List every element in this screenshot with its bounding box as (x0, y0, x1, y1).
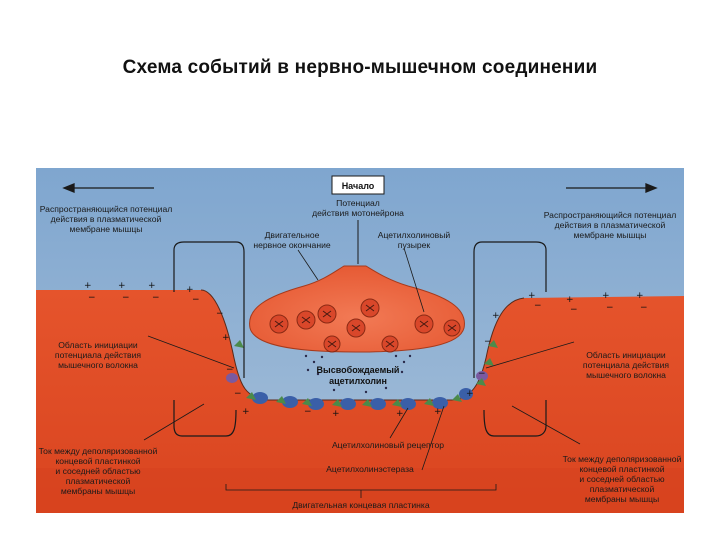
label-line: мышечного волокна (586, 370, 666, 380)
label-end-plate: Двигательная концевая пластинка (292, 500, 430, 510)
charge-minus: − (570, 305, 578, 315)
label-line: концевой пластинкой (579, 464, 664, 474)
label-line: действия в плазматической (555, 220, 666, 230)
charge-plus: + (492, 311, 500, 321)
charge-plus: + (636, 291, 644, 301)
charge-plus: + (396, 409, 404, 419)
label-line: мембраны мышцы (61, 486, 135, 496)
charge-minus: − (216, 309, 224, 319)
label-line: и соседней областью (55, 466, 141, 476)
label-line: Ток между деполяризованной (39, 446, 158, 456)
label-line: потенциала действия (583, 360, 669, 370)
slide-title: Схема событий в нервно-мышечном соединен… (0, 57, 720, 79)
label-line: пузырек (398, 240, 431, 250)
label-line: концевой пластинкой (55, 456, 140, 466)
label-line: Высвобождаемый (317, 365, 400, 375)
charge-minus: − (192, 295, 200, 305)
label-line: Ацетилхолиновый (378, 230, 451, 240)
label-line: и соседней областью (579, 474, 665, 484)
label-initiation-right: Область инициации потенциала действия мы… (583, 350, 669, 380)
charge-minus: − (234, 389, 242, 399)
charge-plus: + (242, 407, 250, 417)
label-line: плазматической (66, 476, 131, 486)
charge-plus: + (84, 281, 92, 291)
charge-plus: + (566, 295, 574, 305)
charge-minus: − (88, 293, 96, 303)
charge-plus: + (222, 333, 230, 343)
bottom-margin (36, 513, 684, 522)
charge-plus: + (434, 407, 442, 417)
label-line: Распространяющийся потенциал (544, 210, 677, 220)
charge-minus: − (534, 301, 542, 311)
charge-minus: − (478, 369, 486, 379)
charge-plus: + (466, 389, 474, 399)
label-line: нервное окончание (253, 240, 331, 250)
label-line: мембраны мышцы (585, 494, 659, 504)
label-line: плазматической (590, 484, 655, 494)
charge-minus: − (484, 337, 492, 347)
charge-minus: − (226, 365, 234, 375)
charge-plus: + (118, 281, 126, 291)
label-line: ацетилхолин (329, 376, 387, 386)
label-line: Двигательное (265, 230, 320, 240)
label-motor-terminal: Двигательное нервное окончание (253, 230, 331, 250)
label-line: Область инициации (586, 350, 666, 360)
label-line: Ток между деполяризованной (563, 454, 682, 464)
label-initiation-left: Область инициации потенциала действия мы… (55, 340, 141, 370)
label-line: действия мотонейрона (312, 208, 404, 218)
neuromuscular-diagram: Начало + − + − + − + − − + − − + − + + +… (36, 168, 684, 522)
label-line: мышечного волокна (58, 360, 138, 370)
label-acetylcholinesterase: Ацетилхолинэстераза (326, 464, 414, 474)
label-line: Область инициации (58, 340, 138, 350)
charge-plus: + (602, 291, 610, 301)
label-line: потенциала действия (55, 350, 141, 360)
charge-plus: + (528, 291, 536, 301)
charge-plus: + (332, 409, 340, 419)
label-ach-receptor: Ацетилхолиновый рецептор (332, 440, 444, 450)
label-line: мембране мышцы (70, 224, 143, 234)
charge-minus: − (606, 303, 614, 313)
charge-minus: − (304, 407, 312, 417)
label-line: действия в плазматической (51, 214, 162, 224)
label-line: Потенциал (336, 198, 380, 208)
label-line: Распространяющийся потенциал (40, 204, 173, 214)
label-line: мембране мышцы (574, 230, 647, 240)
charge-minus: − (122, 293, 130, 303)
charge-plus: + (186, 285, 194, 295)
start-box-label: Начало (342, 181, 375, 191)
charge-plus: + (148, 281, 156, 291)
charge-minus: − (152, 293, 160, 303)
charge-minus: − (640, 303, 648, 313)
